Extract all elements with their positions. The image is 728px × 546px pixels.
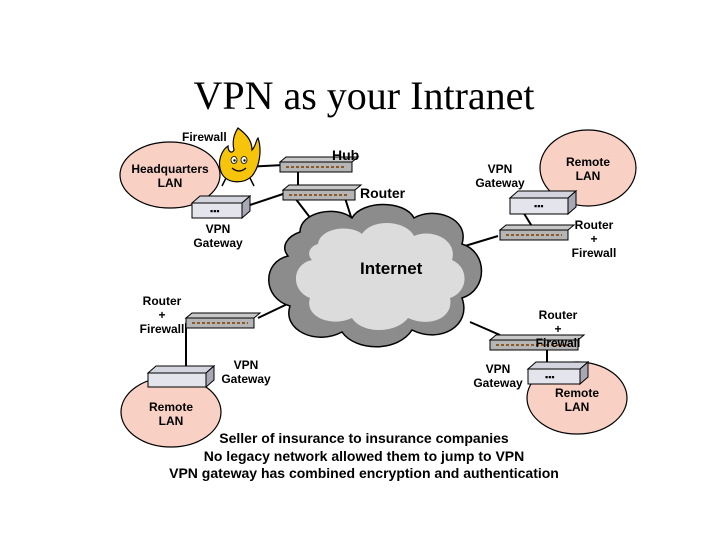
vpn-gateway-sw-device: [146, 364, 216, 389]
hub-device: [278, 156, 360, 173]
slide-title: VPN as your Intranet: [193, 73, 535, 118]
hub-label: Hub: [332, 147, 360, 163]
firewall-flame-icon: [218, 127, 261, 187]
caption-line-3: VPN gateway has combined encryption and …: [169, 465, 559, 481]
remote-lan-ne-label: Remote LAN: [565, 155, 610, 183]
remote-lan-se-label: Remote LAN: [554, 386, 599, 414]
vpn-gateway-hq-device: ▪▪▪: [190, 194, 252, 220]
vpn-gateway-se-label: VPN Gateway: [473, 362, 523, 390]
router-hq-device: [281, 184, 363, 201]
hq-lan-ellipse: [119, 141, 221, 209]
svg-text:▪▪▪: ▪▪▪: [210, 206, 220, 216]
remote-lan-ne-ellipse: [539, 129, 637, 207]
vpn-gateway-ne-label: VPN Gateway: [475, 162, 525, 190]
caption: Seller of insurance to insurance compani…: [0, 430, 728, 483]
router-firewall-w-label: Router + Firewall: [139, 294, 185, 336]
router-firewall-ne-label: Router + Firewall: [571, 218, 617, 260]
svg-text:▪▪▪: ▪▪▪: [534, 201, 544, 211]
router-label: Router: [360, 185, 406, 201]
remote-lan-sw-label: Remote LAN: [148, 400, 193, 428]
svg-text:▪▪▪: ▪▪▪: [545, 372, 555, 382]
router-firewall-ne-device: [498, 224, 576, 241]
caption-line-1: Seller of insurance to insurance compani…: [219, 430, 509, 446]
internet-cloud: [268, 203, 483, 348]
caption-line-2: No legacy network allowed them to jump t…: [203, 447, 525, 464]
vpn-gateway-ne-device: ▪▪▪: [508, 189, 578, 216]
router-firewall-se-label: Router + Firewall: [535, 308, 581, 350]
router-firewall-w-device: [184, 312, 262, 329]
firewall-label: Firewall: [182, 130, 227, 144]
hq-lan-label: Headquarters LAN: [131, 162, 209, 190]
vpn-gateway-sw-label: VPN Gateway: [221, 358, 271, 386]
vpn-gateway-hq-label: VPN Gateway: [193, 222, 243, 250]
internet-label: Internet: [360, 259, 423, 278]
router-firewall-se-device: [488, 334, 586, 351]
vpn-gateway-se-device: ▪▪▪: [526, 360, 590, 386]
